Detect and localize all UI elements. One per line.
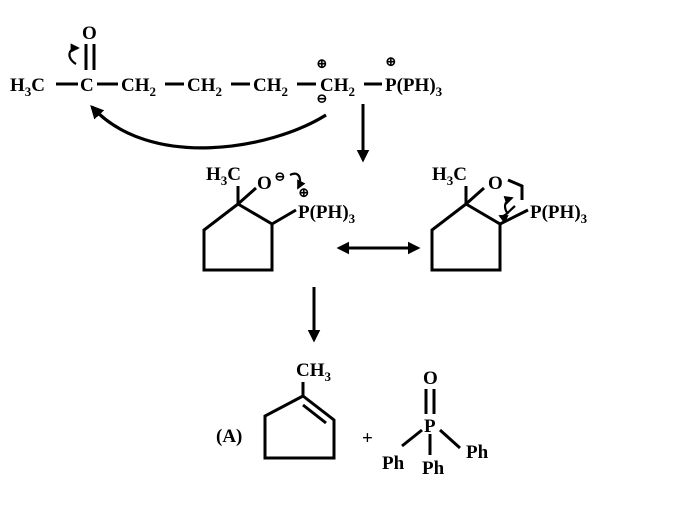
phenyl-bottom: Ph bbox=[422, 458, 445, 479]
methylene-group: CH2 bbox=[121, 75, 156, 99]
curved-arrow-icon bbox=[289, 172, 306, 190]
carbonyl-oxygen: O bbox=[82, 23, 97, 44]
oxide-phosphorus: P bbox=[424, 416, 436, 437]
bond bbox=[499, 208, 529, 226]
bond bbox=[465, 186, 485, 206]
oxide-oxygen: O bbox=[423, 368, 438, 389]
plus-sign: + bbox=[362, 428, 373, 449]
oxaphosphetane-oxygen: O bbox=[488, 173, 503, 194]
alkene-product: CH3 (A) bbox=[216, 360, 336, 460]
nucleophilic-attack-arrow-icon bbox=[90, 105, 327, 150]
positive-charge-icon: ⊕ bbox=[298, 186, 310, 201]
ylide-carbon: CH2 bbox=[320, 75, 355, 99]
oxaphosphetane-methyl: H3C bbox=[432, 164, 467, 188]
betaine-intermediate: H3C O ⊖ ⊕ P(PH)3 bbox=[202, 164, 356, 272]
curved-arrow-icon bbox=[498, 205, 516, 224]
negative-charge-icon: ⊖ bbox=[274, 170, 286, 185]
phenyl-right: Ph bbox=[466, 442, 489, 463]
betaine-methyl: H3C bbox=[206, 164, 241, 188]
negative-charge-icon: ⊖ bbox=[316, 92, 328, 107]
betaine-phosphorus: P(PH)3 bbox=[298, 202, 356, 226]
curved-arrow-icon bbox=[503, 195, 514, 215]
alkene-double-bond bbox=[302, 403, 327, 425]
phenyl-left: Ph bbox=[382, 453, 405, 474]
betaine-oxygen: O bbox=[257, 173, 272, 194]
starting-ylide: O H3C C CH2 CH2 CH2 ⊕ ⊖ CH2 bbox=[10, 23, 443, 150]
positive-charge-icon: ⊕ bbox=[316, 57, 328, 72]
bond bbox=[401, 428, 423, 448]
carbonyl-carbon: C bbox=[80, 75, 94, 96]
cyclopentene-ring bbox=[263, 394, 336, 460]
bond bbox=[438, 428, 462, 450]
cyclopentane-ring bbox=[430, 202, 502, 272]
methylene-group: CH2 bbox=[187, 75, 222, 99]
phosphonium-group: P(PH)3 bbox=[385, 75, 443, 99]
oxaphosphetane-phosphorus: P(PH)3 bbox=[530, 202, 588, 226]
curved-arrow-icon bbox=[68, 43, 80, 65]
oxygen-phosphorus-bond bbox=[507, 178, 524, 200]
methyl-group: H3C bbox=[10, 75, 45, 99]
bond bbox=[271, 208, 297, 226]
product-label: (A) bbox=[216, 426, 242, 447]
cyclopentane-ring bbox=[202, 202, 274, 272]
bond bbox=[237, 186, 257, 206]
phosphine-oxide-product: O P Ph Ph Ph bbox=[382, 368, 489, 479]
product-methyl: CH3 bbox=[296, 360, 332, 384]
oxaphosphetane-intermediate: H3C O P(PH)3 bbox=[430, 164, 588, 272]
methylene-group: CH2 bbox=[253, 75, 288, 99]
positive-charge-icon: ⊕ bbox=[385, 55, 397, 70]
